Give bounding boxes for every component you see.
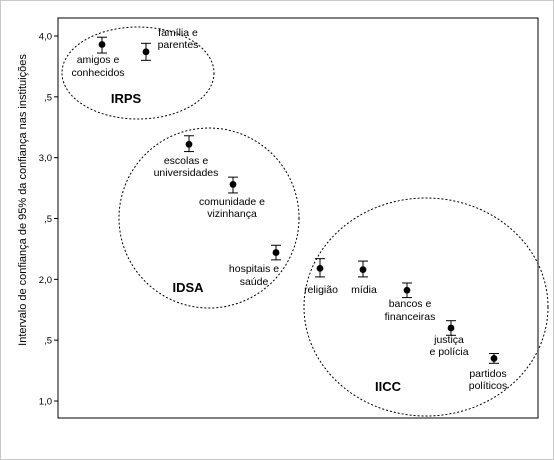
- point-label: família e: [158, 27, 198, 39]
- point-label: financeiras: [385, 311, 436, 323]
- point-label: parentes: [158, 39, 199, 51]
- group-ellipse: [118, 127, 300, 309]
- y-tick-label: 4,0: [39, 32, 52, 43]
- group-ellipse: [303, 197, 549, 417]
- group-label: IDSA: [172, 280, 204, 295]
- point-label: comunidade e: [199, 196, 265, 208]
- point-label: religião: [304, 284, 338, 296]
- mean-point: [142, 48, 150, 56]
- point-label: hospitais e: [229, 263, 279, 275]
- y-tick-label: 3,0: [39, 153, 52, 164]
- point-label: conhecidos: [71, 67, 124, 79]
- y-tick-label: ,5: [44, 92, 52, 103]
- mean-point: [185, 140, 193, 148]
- mean-point: [490, 355, 498, 362]
- mean-point: [403, 286, 411, 294]
- point-label: amigos e: [77, 54, 120, 66]
- mean-point: [447, 324, 455, 332]
- mean-point: [272, 249, 280, 256]
- y-tick-label: ,5: [44, 336, 52, 347]
- point-label: bancos e: [389, 298, 432, 310]
- y-tick-label: 2,0: [39, 275, 52, 286]
- point-label: políticos: [469, 380, 508, 392]
- group-label: IICC: [375, 379, 402, 394]
- point-label: escolas e: [164, 155, 209, 167]
- group-ellipse: [61, 26, 215, 120]
- y-tick-label: ,5: [44, 214, 52, 225]
- mean-point: [359, 266, 367, 273]
- mean-point: [316, 264, 324, 272]
- point-label: mídia: [351, 284, 377, 296]
- y-tick-label: 1,0: [39, 397, 52, 408]
- point-label: partidos: [469, 368, 506, 380]
- mean-point: [98, 41, 106, 48]
- point-label: e polícia: [429, 346, 468, 358]
- group-label: IRPS: [111, 91, 142, 106]
- plot-area-border: [57, 17, 539, 419]
- mean-point: [229, 181, 237, 188]
- point-label: universidades: [154, 167, 219, 179]
- point-label: vizinhança: [207, 208, 257, 220]
- y-axis-label: Intervalo de confiança de 95% da confian…: [17, 54, 29, 346]
- point-label: justiça: [433, 334, 464, 346]
- point-label: saúde: [240, 276, 269, 288]
